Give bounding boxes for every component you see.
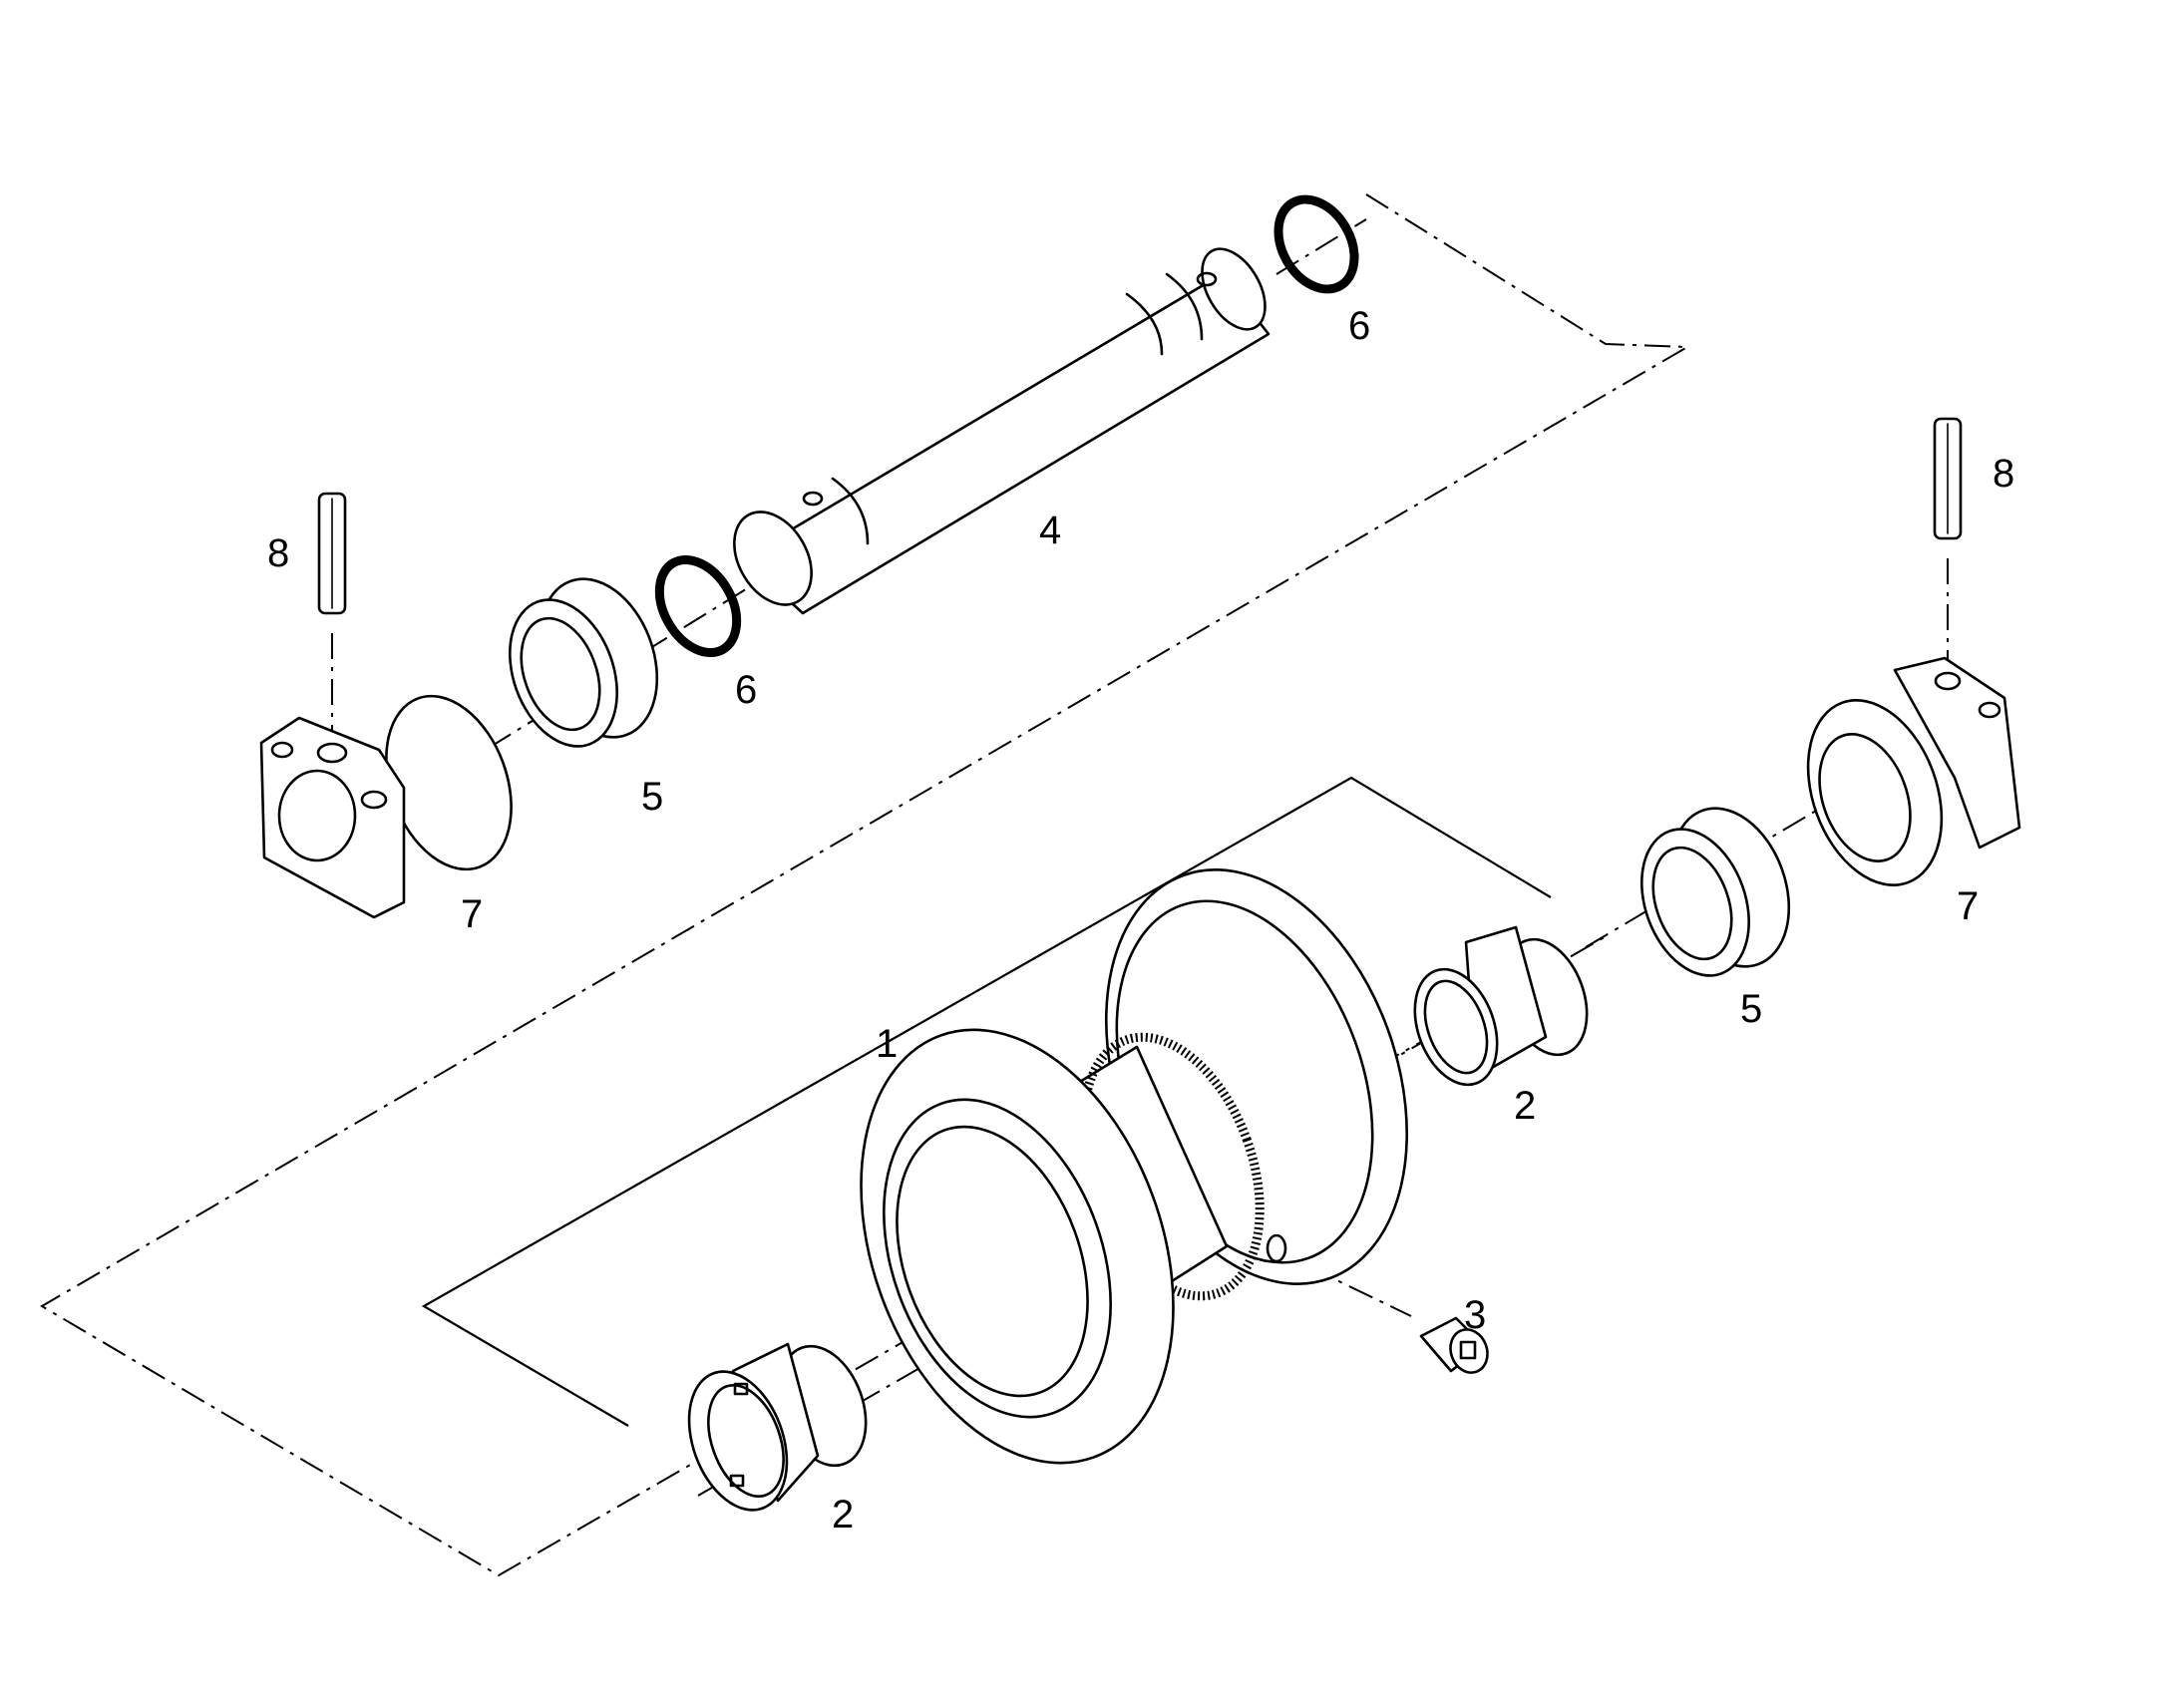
item-3-set-screw	[1419, 1316, 1489, 1374]
item-8-pin-left	[317, 492, 347, 615]
callout-3: 3	[1464, 1293, 1486, 1337]
item-8-pin-right	[1933, 417, 1963, 540]
callout-2-left: 2	[832, 1493, 854, 1537]
item-2-bushing-left	[687, 1342, 868, 1512]
item-6-ring-lower	[654, 554, 742, 658]
item-1-roller	[860, 868, 1409, 1465]
item-4-shaft	[733, 247, 1271, 615]
item-1-bracket	[421, 776, 1552, 1427]
item-7-housing-right	[1806, 656, 2021, 886]
callout-6-upper: 6	[1348, 304, 1370, 348]
callout-7-left: 7	[461, 892, 483, 936]
callout-5-left: 5	[641, 775, 663, 819]
item-7-housing-left	[259, 694, 513, 919]
item-5-bearing-left	[509, 577, 659, 748]
callout-8-right: 8	[1993, 452, 2014, 496]
callout-7-right: 7	[1957, 884, 1979, 928]
callout-4: 4	[1039, 509, 1061, 552]
callout-8-left: 8	[267, 531, 289, 575]
assembly-outline-dashed	[40, 193, 1691, 1577]
callout-2-right: 2	[1514, 1084, 1536, 1128]
callout-6-lower: 6	[735, 668, 757, 712]
callout-1: 1	[876, 1022, 898, 1066]
item-2-bushing-right	[1413, 925, 1589, 1087]
item-5-bearing-right	[1640, 807, 1791, 977]
item-6-ring-upper	[1273, 194, 1359, 294]
callout-5-right: 5	[1740, 987, 1762, 1031]
